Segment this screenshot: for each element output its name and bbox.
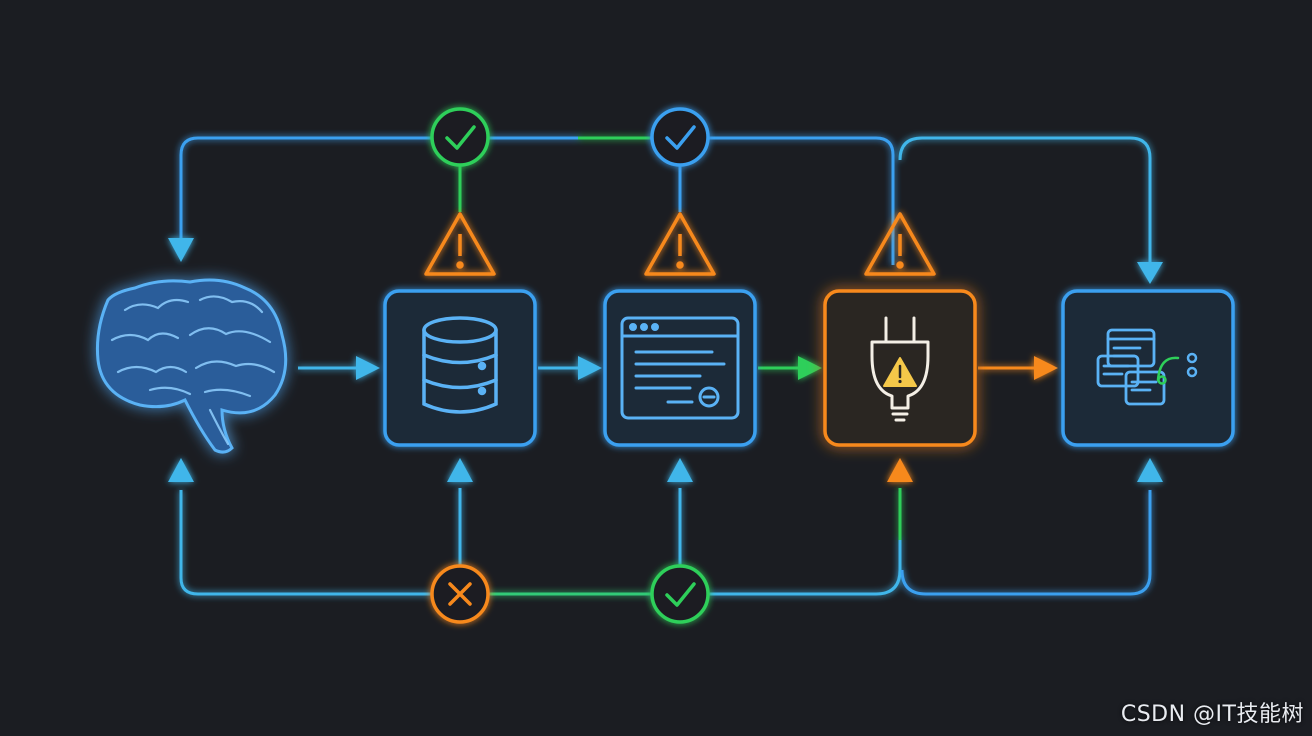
check-top-1-icon — [430, 107, 490, 167]
arrowheads — [168, 238, 1163, 482]
arrowhead-up-window — [667, 458, 693, 482]
check-top-2-icon — [650, 107, 710, 167]
arrowhead-right-1 — [356, 356, 380, 380]
node-database[interactable] — [383, 289, 537, 447]
arrowhead-up-db — [447, 458, 473, 482]
plug-warning-badge-icon — [883, 357, 917, 387]
top-loop-line — [179, 136, 895, 265]
arrowhead-right-2 — [578, 356, 602, 380]
node-web-window[interactable] — [603, 289, 757, 447]
top-right-loop-line — [898, 136, 1152, 262]
plug-warning-icon — [870, 316, 930, 422]
devices-icon — [1096, 328, 1166, 406]
warning-3-icon — [864, 212, 936, 276]
arrowhead-down-brain — [168, 238, 194, 262]
check-bottom-2-icon — [650, 564, 710, 624]
arrowhead-up-devices — [1137, 458, 1163, 482]
node-plugin[interactable] — [823, 289, 977, 447]
devices-link-icon — [1156, 352, 1198, 385]
browser-window-icon — [620, 316, 740, 420]
arrowhead-down-devices — [1137, 262, 1163, 284]
brain-icon — [96, 278, 288, 454]
arrowhead-up-brain — [168, 458, 194, 482]
arrowhead-up-plug — [887, 458, 913, 482]
bottom-right-loop-line — [900, 490, 1152, 596]
node-devices[interactable] — [1061, 289, 1235, 447]
arrowhead-right-3 — [798, 356, 822, 380]
bottom-loop-line — [179, 490, 902, 596]
arrowhead-right-4 — [1034, 356, 1058, 380]
warning-triangles — [424, 212, 936, 276]
database-icon — [422, 316, 498, 414]
watermark: CSDN @IT技能树 — [1120, 702, 1304, 727]
connector-lines — [179, 136, 1152, 596]
warning-1-icon — [424, 212, 496, 276]
status-markers — [430, 107, 710, 624]
cross-bottom-1-icon — [430, 564, 490, 624]
warning-2-icon — [644, 212, 716, 276]
